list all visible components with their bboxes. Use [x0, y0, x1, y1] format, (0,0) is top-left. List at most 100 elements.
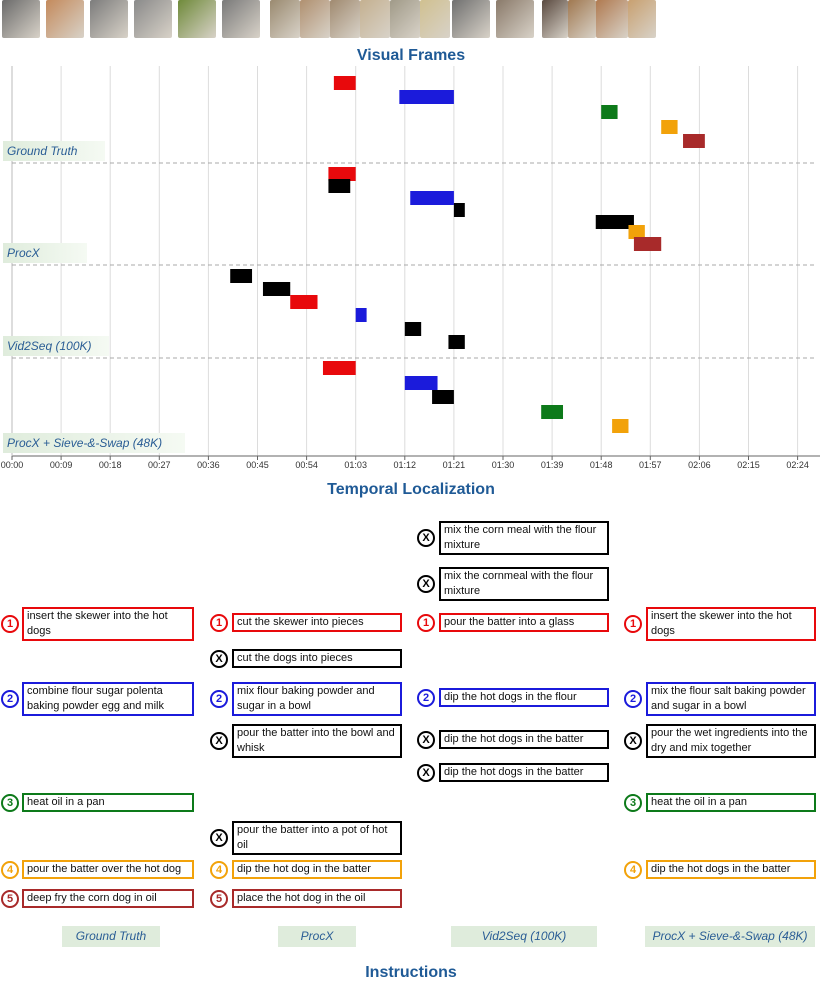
- method-label: Vid2Seq (100K): [3, 336, 109, 356]
- temporal-localization-title: Temporal Localization: [327, 481, 495, 498]
- x-tick-label: 02:15: [737, 460, 760, 470]
- frame-14: [496, 0, 534, 38]
- segment-bar: [633, 237, 662, 251]
- extra-step-badge: X: [210, 732, 228, 750]
- segment-bar: [410, 191, 454, 205]
- x-tick-label: 01:12: [394, 460, 417, 470]
- step-badge: 2: [624, 690, 642, 708]
- segment-bar: [595, 215, 634, 229]
- instruction-box: place the hot dog in the oil: [232, 889, 402, 908]
- step-badge: 3: [624, 793, 642, 812]
- x-tick-label: 01:21: [443, 460, 466, 470]
- instruction-box: cut the dogs into pieces: [232, 649, 402, 668]
- step-badge: 5: [1, 889, 19, 908]
- visual-frames-title: Visual Frames: [356, 47, 466, 64]
- x-tick-label: 00:45: [246, 460, 269, 470]
- segment-bar: [404, 322, 422, 336]
- x-tick-label: 01:03: [344, 460, 367, 470]
- instruction-box: dip the hot dogs in the batter: [646, 860, 816, 879]
- instruction-box: pour the batter into the bowl and whisk: [232, 724, 402, 758]
- step-badge: 4: [624, 860, 642, 879]
- frame-18: [628, 0, 656, 38]
- x-tick-label: 00:18: [99, 460, 122, 470]
- extra-step-badge: X: [417, 575, 435, 593]
- frame-9: [330, 0, 360, 38]
- instruction-box: insert the skewer into the hot dogs: [22, 607, 194, 641]
- instruction-column-label: Vid2Seq (100K): [451, 926, 597, 947]
- instruction-box: pour the batter into a glass: [439, 613, 609, 632]
- segment-bar: [612, 419, 629, 433]
- frame-13: [452, 0, 490, 38]
- x-tick-label: 01:30: [492, 460, 515, 470]
- segment-bar: [322, 361, 356, 375]
- instruction-box: deep fry the corn dog in oil: [22, 889, 194, 908]
- step-badge: 5: [210, 889, 228, 908]
- frame-5: [178, 0, 216, 38]
- x-tick-label: 00:00: [1, 460, 24, 470]
- segment-bar: [355, 308, 367, 322]
- x-tick-label: 00:09: [50, 460, 73, 470]
- segment-bar: [404, 376, 438, 390]
- extra-step-badge: X: [624, 732, 642, 750]
- segment-bar: [230, 269, 253, 283]
- step-badge: 2: [417, 688, 435, 707]
- instruction-box: pour the batter over the hot dog: [22, 860, 194, 879]
- instruction-box: pour the batter into a pot of hot oil: [232, 821, 402, 855]
- segment-bar: [333, 76, 356, 90]
- instruction-box: mix flour baking powder and sugar in a b…: [232, 682, 402, 716]
- instruction-box: mix the corn meal with the flour mixture: [439, 521, 609, 555]
- extra-step-badge: X: [417, 529, 435, 547]
- frame-15: [542, 0, 568, 38]
- x-tick-label: 01:39: [541, 460, 564, 470]
- instruction-box: insert the skewer into the hot dogs: [646, 607, 816, 641]
- frame-6: [222, 0, 260, 38]
- frame-7: [270, 0, 300, 38]
- method-label: Ground Truth: [3, 141, 105, 161]
- frame-4: [134, 0, 172, 38]
- x-tick-label: 01:48: [590, 460, 613, 470]
- frame-17: [596, 0, 628, 38]
- step-badge: 1: [624, 615, 642, 633]
- x-tick-label: 02:06: [688, 460, 711, 470]
- instruction-box: mix the flour salt baking powder and sug…: [646, 682, 816, 716]
- instruction-box: dip the hot dog in the batter: [232, 860, 402, 879]
- segment-bar: [432, 390, 454, 404]
- segment-bar: [328, 179, 351, 193]
- instruction-box: dip the hot dogs in the flour: [439, 688, 609, 707]
- segment-bar: [601, 105, 618, 119]
- step-badge: 4: [210, 860, 228, 879]
- method-label: ProcX + Sieve-&-Swap (48K): [3, 433, 185, 453]
- segment-bar: [661, 120, 678, 134]
- frame-8: [300, 0, 330, 38]
- x-tick-label: 00:36: [197, 460, 220, 470]
- segment-bar: [448, 335, 465, 349]
- instruction-box: dip the hot dogs in the batter: [439, 763, 609, 782]
- frame-16: [568, 0, 596, 38]
- segment-bar: [683, 134, 705, 148]
- x-tick-label: 00:27: [148, 460, 171, 470]
- instruction-column-label: ProcX + Sieve-&-Swap (48K): [645, 926, 815, 947]
- extra-step-badge: X: [210, 649, 228, 668]
- segment-bar: [541, 405, 564, 419]
- step-badge: 1: [210, 613, 228, 632]
- step-badge: 4: [1, 860, 19, 879]
- segment-bar: [262, 282, 291, 296]
- extra-step-badge: X: [210, 829, 228, 847]
- instruction-box: mix the cornmeal with the flour mixture: [439, 567, 609, 601]
- x-tick-label: 02:24: [786, 460, 809, 470]
- method-label: ProcX: [3, 243, 87, 263]
- step-badge: 2: [1, 690, 19, 708]
- segment-bar: [628, 225, 645, 239]
- extra-step-badge: X: [417, 730, 435, 749]
- frame-2: [46, 0, 84, 38]
- instruction-box: pour the wet ingredients into the dry an…: [646, 724, 816, 758]
- instruction-column-label: Ground Truth: [62, 926, 160, 947]
- step-badge: 3: [1, 793, 19, 812]
- segment-bar: [399, 90, 454, 104]
- segment-bar: [290, 295, 318, 309]
- frame-12: [420, 0, 450, 38]
- instruction-box: heat oil in a pan: [22, 793, 194, 812]
- segment-bar: [453, 203, 465, 217]
- frame-3: [90, 0, 128, 38]
